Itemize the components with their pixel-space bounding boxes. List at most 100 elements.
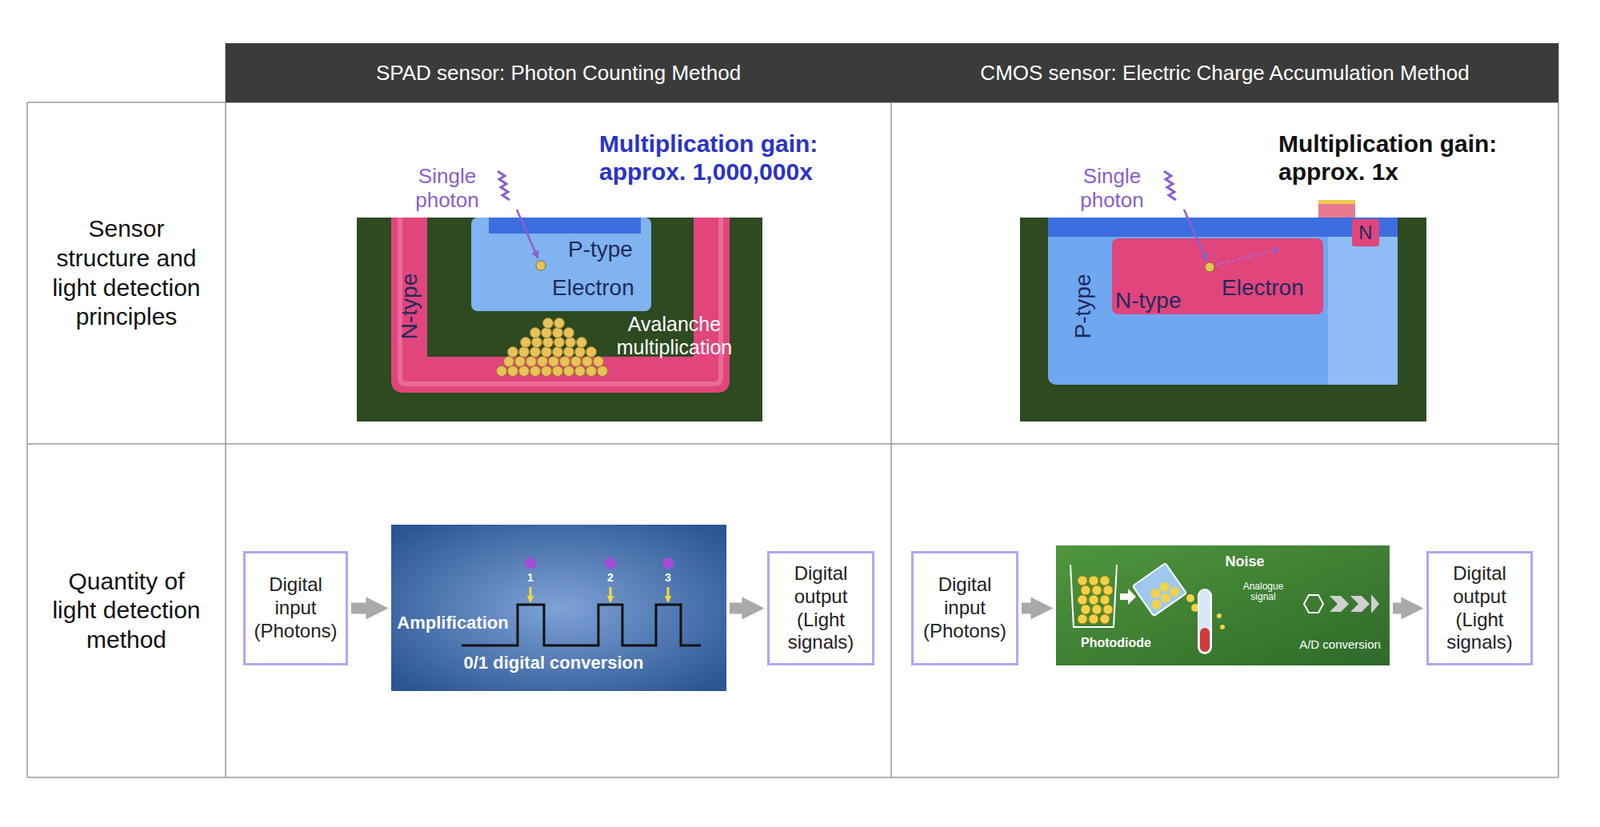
text-group: Digital output (Light signals)	[1433, 562, 1526, 655]
avalanche-electrons	[508, 366, 519, 377]
avalanche-electrons	[496, 366, 508, 377]
column-header: CMOS sensor: Electric Charge Accumulatio…	[891, 43, 1559, 103]
charge-accumulation-panel	[1216, 613, 1222, 619]
node-text: A/D conversion	[1299, 638, 1381, 652]
text-group: Quantity of light detection method	[46, 567, 207, 656]
photodiode-charges	[1077, 614, 1088, 624]
charge-accumulation-panel	[1056, 545, 1390, 666]
text-group: SPAD sensor: Photon Counting Method	[376, 60, 741, 86]
node-text: Photodiode	[1080, 636, 1152, 651]
avalanche-electrons	[496, 318, 608, 377]
cmos-cross-section	[1020, 217, 1427, 422]
avalanche-electrons	[541, 366, 552, 377]
table-grid	[1557, 43, 1560, 778]
avalanche-electrons	[530, 328, 541, 339]
avalanche-electrons	[586, 366, 597, 377]
avalanche-electrons	[519, 347, 530, 358]
flow-arrow	[729, 603, 747, 615]
cmos-cross-section	[1318, 200, 1356, 204]
photodiode-charges	[1092, 604, 1102, 615]
avalanche-electrons	[552, 347, 564, 358]
cmos-cross-section	[1112, 238, 1324, 315]
avalanche-electrons	[576, 337, 588, 348]
avalanche-electrons	[597, 366, 608, 377]
avalanche-electrons	[554, 318, 565, 329]
text-group: Digital input (Photons)	[918, 573, 1012, 643]
spad-cross-section	[497, 171, 510, 200]
node-title: Noise	[1224, 554, 1264, 571]
photodiode-charges	[1088, 614, 1099, 624]
photodiode-charges	[1077, 576, 1088, 586]
photodiode-charges	[1103, 585, 1113, 596]
region-label: N-type	[1115, 288, 1181, 314]
photon-label: Single photon	[403, 164, 492, 213]
callout-number: 1	[527, 571, 534, 584]
charge-accumulation-panel	[1132, 563, 1187, 616]
avalanche-electrons	[586, 347, 597, 358]
avalanche-electrons	[519, 366, 530, 377]
avalanche-electrons	[530, 366, 541, 377]
region-label: P-type	[1070, 274, 1096, 340]
node-title: Digital input (Photons)	[250, 573, 341, 643]
avalanche-electrons	[593, 356, 604, 368]
charge-accumulation-panel	[1120, 588, 1136, 605]
avalanche-electrons	[530, 347, 541, 358]
flow-arrow	[351, 603, 371, 615]
charge-accumulation-panel	[1350, 596, 1370, 612]
node-text: Analogue signal	[1238, 581, 1288, 603]
avalanche-electrons	[515, 356, 526, 368]
avalanche-electrons	[565, 337, 576, 348]
text-group: Digital output (Light signals)	[774, 562, 868, 655]
photon-counting-panel	[391, 524, 727, 692]
process-box: Digital output (Light signals)	[1426, 551, 1533, 666]
cmos-cross-section	[1048, 217, 1398, 385]
text-group: Digital input (Photons)	[250, 573, 341, 643]
charge-accumulation-panel	[1220, 624, 1225, 630]
avalanche-electrons	[543, 318, 554, 329]
charge-accumulation-panel	[1186, 594, 1195, 603]
avalanche-electrons	[552, 328, 564, 339]
cmos-cross-section	[1318, 200, 1356, 218]
photon-counting-panel	[662, 557, 674, 569]
gain-label: Multiplication gain: approx. 1x	[1278, 130, 1551, 186]
cmos-cross-section	[1164, 171, 1176, 200]
photon-counting-panel	[391, 524, 727, 692]
charge-accumulation-panel	[1070, 564, 1117, 628]
charge-accumulation-panel	[1168, 584, 1182, 599]
node-title: Quantity of light detection method	[46, 567, 207, 656]
charge-accumulation-panel	[1159, 591, 1173, 605]
flow-arrow	[1021, 603, 1036, 615]
charge-accumulation-panel	[1371, 594, 1380, 614]
spad-cross-section	[536, 260, 546, 271]
avalanche-electrons	[532, 337, 543, 348]
charge-accumulation-panel	[1157, 580, 1172, 595]
cmos-cross-section	[1352, 219, 1380, 247]
photodiode-charges	[1077, 595, 1088, 605]
avalanche-electrons	[508, 347, 519, 358]
photodiode-charges	[1088, 595, 1099, 605]
avalanche-electrons	[543, 337, 554, 348]
node-title: Sensor structure and light detection pri…	[46, 214, 207, 332]
process-box: Digital output (Light signals)	[767, 551, 875, 666]
photodiode-charges	[1092, 585, 1102, 596]
photodiode-charges	[1080, 604, 1091, 615]
text-group: Sensor structure and light detection pri…	[46, 214, 207, 332]
cmos-cross-section	[1216, 249, 1279, 265]
process-label: Avalanche multiplication	[602, 312, 747, 360]
photodiode-charges	[1100, 576, 1110, 586]
photon-label: Single photon	[1068, 164, 1156, 213]
spad-cross-section	[516, 209, 538, 258]
avalanche-electrons	[571, 356, 582, 368]
avalanche-electrons	[548, 356, 560, 368]
node-title: SPAD sensor: Photon Counting Method	[376, 60, 741, 86]
process-box: Digital input (Photons)	[911, 551, 1019, 666]
spad-cross-section	[488, 217, 641, 234]
photon-counting-panel	[524, 557, 536, 569]
row-header: Sensor structure and light detection pri…	[27, 102, 226, 444]
spad-cross-section	[356, 217, 763, 422]
callout-number: 3	[664, 571, 672, 584]
table-grid	[890, 102, 892, 778]
